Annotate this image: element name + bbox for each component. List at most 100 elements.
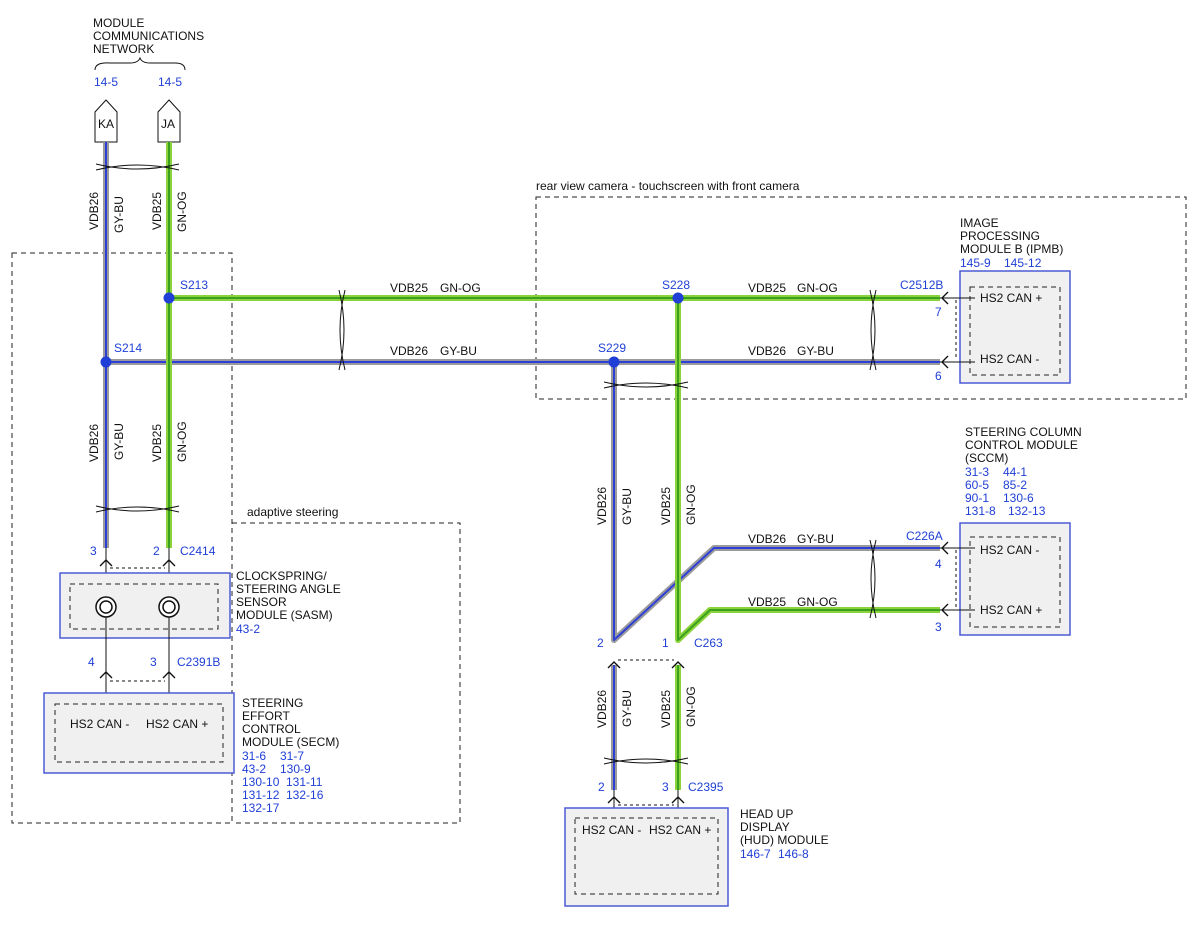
svg-text:SENSOR: SENSOR <box>236 595 287 609</box>
rear-camera-zone-label: rear view camera - touchscreen with fron… <box>536 179 800 193</box>
ipmb-module: IMAGE PROCESSING MODULE B (IPMB) 145-9 1… <box>900 216 1071 384</box>
svg-text:HS2 CAN +: HS2 CAN + <box>980 603 1042 617</box>
svg-text:HS2 CAN -: HS2 CAN - <box>70 717 129 731</box>
adaptive-steering-zone-label: adaptive steering <box>247 505 338 519</box>
svg-text:VDB26: VDB26 <box>595 690 609 728</box>
svg-text:90-1: 90-1 <box>965 491 989 505</box>
adaptive-steering-zone-ext <box>232 522 461 824</box>
svg-text:PROCESSING: PROCESSING <box>960 229 1040 243</box>
svg-text:132-16: 132-16 <box>286 788 324 802</box>
svg-text:3: 3 <box>90 544 97 558</box>
horizontal-wire-labels: VDB25 GN-OG VDB25 GN-OG VDB26 GY-BU VDB2… <box>390 281 838 609</box>
svg-text:145-12: 145-12 <box>1004 256 1042 270</box>
svg-text:MODULE (SASM): MODULE (SASM) <box>236 608 333 622</box>
svg-text:31-6: 31-6 <box>242 749 266 763</box>
svg-text:4: 4 <box>935 557 942 571</box>
svg-text:(HUD) MODULE: (HUD) MODULE <box>740 833 829 847</box>
svg-text:43-2: 43-2 <box>236 622 260 636</box>
connector-ka-label: KA <box>98 117 114 131</box>
svg-text:(SCCM): (SCCM) <box>965 451 1008 465</box>
svg-text:6: 6 <box>935 369 942 383</box>
svg-text:VDB25: VDB25 <box>150 424 164 462</box>
splice-s214 <box>100 356 112 368</box>
svg-text:CONTROL: CONTROL <box>242 722 301 736</box>
splice-s228-label: S228 <box>662 278 690 292</box>
hud-module: 2 3 C2395 HS2 CAN - HS2 CAN + HEAD UP DI… <box>564 780 829 907</box>
connector-ja-label: JA <box>161 117 175 131</box>
svg-text:HS2 CAN -: HS2 CAN - <box>980 543 1039 557</box>
svg-text:VDB26: VDB26 <box>748 532 786 546</box>
svg-text:GN-OG: GN-OG <box>684 686 698 727</box>
svg-text:CLOCKSPRING/: CLOCKSPRING/ <box>236 569 327 583</box>
svg-text:2: 2 <box>598 780 605 794</box>
sccm-module: STEERING COLUMN CONTROL MODULE (SCCM) 31… <box>906 425 1082 636</box>
svg-text:43-2: 43-2 <box>242 762 266 776</box>
c263-connector: 2 1 C263 <box>597 636 723 669</box>
network-title-line3: NETWORK <box>93 42 154 56</box>
svg-text:STEERING: STEERING <box>242 696 303 710</box>
svg-text:CONTROL MODULE: CONTROL MODULE <box>965 438 1078 452</box>
twist-markers <box>95 163 877 765</box>
svg-text:132-17: 132-17 <box>242 801 280 815</box>
svg-text:MODULE B (IPMB): MODULE B (IPMB) <box>960 242 1063 256</box>
adaptive-steering-zone <box>11 252 233 824</box>
connector-ka-tag <box>94 99 118 143</box>
network-brace <box>94 56 186 71</box>
svg-text:85-2: 85-2 <box>1003 478 1027 492</box>
svg-text:VDB26: VDB26 <box>87 424 101 462</box>
svg-text:130-10: 130-10 <box>242 775 280 789</box>
svg-text:HEAD UP: HEAD UP <box>740 807 793 821</box>
svg-text:DISPLAY: DISPLAY <box>740 820 790 834</box>
svg-text:VDB25: VDB25 <box>659 690 673 728</box>
svg-text:C2391B: C2391B <box>177 655 220 669</box>
svg-text:C2414: C2414 <box>180 544 216 558</box>
svg-text:1: 1 <box>662 636 669 650</box>
svg-text:4: 4 <box>88 655 95 669</box>
svg-text:GY-BU: GY-BU <box>440 344 477 358</box>
svg-text:131-8: 131-8 <box>965 504 996 518</box>
svg-text:GY-BU: GY-BU <box>620 690 634 727</box>
svg-text:EFFORT: EFFORT <box>242 709 290 723</box>
svg-text:GY-BU: GY-BU <box>112 423 126 460</box>
svg-text:VDB26: VDB26 <box>595 487 609 525</box>
svg-text:VDB25: VDB25 <box>150 192 164 230</box>
svg-text:GN-OG: GN-OG <box>175 191 189 232</box>
svg-text:GN-OG: GN-OG <box>175 421 189 462</box>
splice-s229 <box>608 356 620 368</box>
svg-text:VDB26: VDB26 <box>87 192 101 230</box>
svg-text:130-9: 130-9 <box>280 762 311 776</box>
svg-text:31-3: 31-3 <box>965 465 989 479</box>
svg-text:130-6: 130-6 <box>1003 491 1034 505</box>
svg-text:C2395: C2395 <box>688 780 724 794</box>
svg-text:3: 3 <box>150 655 157 669</box>
sasm-module: 3 2 C2414 CLOCKSPRING/ STEERING ANGLE SE… <box>59 544 341 700</box>
svg-text:HS2 CAN -: HS2 CAN - <box>582 823 641 837</box>
svg-text:VDB25: VDB25 <box>748 595 786 609</box>
splice-s228 <box>672 292 684 304</box>
svg-text:3: 3 <box>935 620 942 634</box>
svg-text:VDB26: VDB26 <box>748 344 786 358</box>
svg-text:C263: C263 <box>694 636 723 650</box>
svg-text:STEERING ANGLE: STEERING ANGLE <box>236 582 341 596</box>
svg-text:IMAGE: IMAGE <box>960 216 999 230</box>
svg-text:60-5: 60-5 <box>965 478 989 492</box>
wire-vdb26-gybu <box>103 142 940 790</box>
network-ref-ja: 14-5 <box>158 75 182 89</box>
vertical-wire-labels: VDB26 GY-BU VDB25 GN-OG VDB26 GY-BU VDB2… <box>87 191 698 728</box>
svg-text:C2512B: C2512B <box>900 278 943 292</box>
svg-text:7: 7 <box>935 305 942 319</box>
svg-text:GY-BU: GY-BU <box>112 196 126 233</box>
splice-s213 <box>163 292 175 304</box>
svg-text:146-7: 146-7 <box>740 847 771 861</box>
svg-text:HS2 CAN +: HS2 CAN + <box>980 291 1042 305</box>
svg-text:2: 2 <box>153 544 160 558</box>
svg-text:131-11: 131-11 <box>286 775 323 789</box>
svg-text:HS2 CAN +: HS2 CAN + <box>146 717 208 731</box>
svg-text:GN-OG: GN-OG <box>440 281 481 295</box>
svg-text:GN-OG: GN-OG <box>797 595 838 609</box>
svg-text:HS2 CAN +: HS2 CAN + <box>649 823 711 837</box>
svg-text:STEERING COLUMN: STEERING COLUMN <box>965 425 1082 439</box>
secm-module: HS2 CAN - HS2 CAN + STEERING EFFORT CONT… <box>43 692 339 815</box>
splice-s214-label: S214 <box>114 341 142 355</box>
